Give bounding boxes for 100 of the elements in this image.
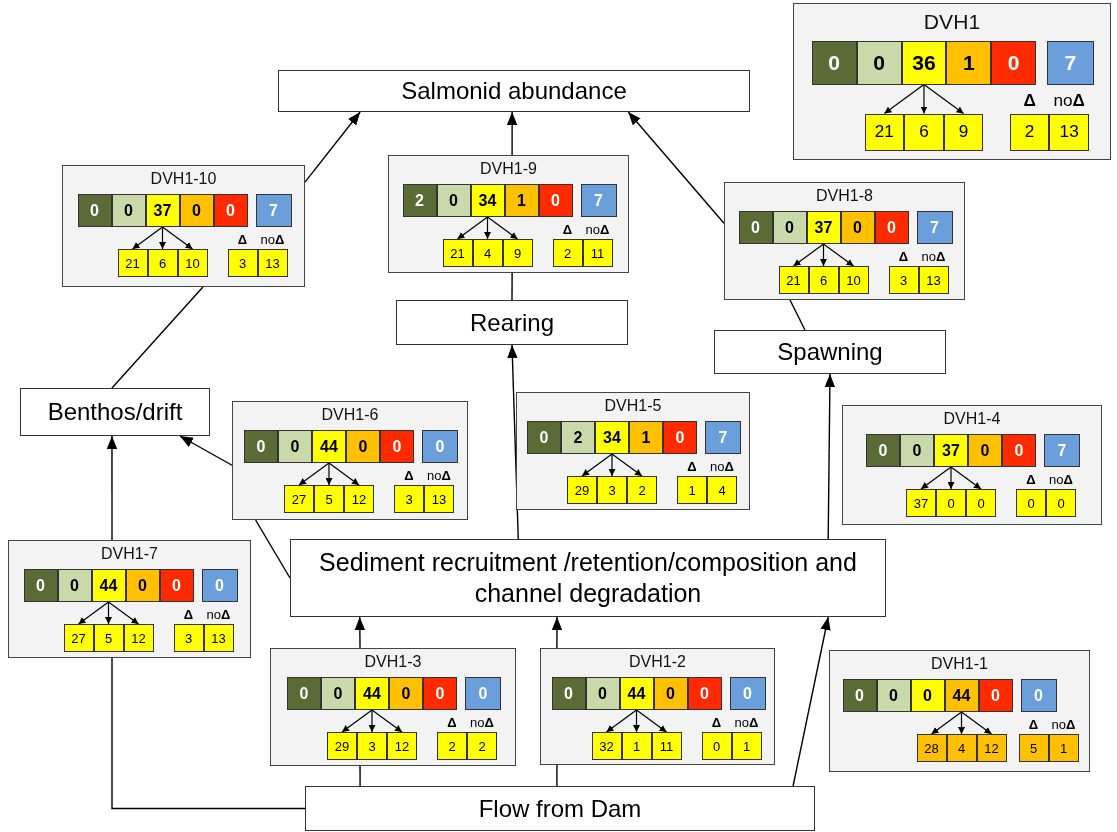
delta-label: noΔ bbox=[709, 460, 735, 473]
count-cell: 0 bbox=[278, 430, 312, 463]
delta-label: Δ bbox=[446, 716, 458, 729]
delta-count-cell: 13 bbox=[203, 624, 234, 652]
arrow bbox=[371, 709, 403, 733]
delta-label: noΔ bbox=[733, 716, 760, 729]
count-cell: 0 bbox=[422, 430, 458, 463]
dvh-card bbox=[829, 650, 1090, 772]
sub-count-cell: 6 bbox=[808, 266, 839, 294]
count-cell: 44 bbox=[355, 677, 389, 710]
delta-label: noΔ bbox=[259, 233, 286, 246]
delta-label: Δ bbox=[897, 250, 910, 263]
count-cell: 0 bbox=[201, 569, 238, 602]
count-cell: 0 bbox=[244, 430, 278, 463]
arrow bbox=[958, 711, 965, 735]
arrow bbox=[506, 111, 518, 156]
sub-count-cell: 10 bbox=[177, 249, 208, 277]
card-title: DVH1-3 bbox=[363, 654, 423, 670]
arrow bbox=[341, 709, 373, 733]
count-cell: 0 bbox=[389, 677, 423, 710]
process-box: Sediment recruitment /retention/composition and channel degradation bbox=[290, 539, 886, 617]
sub-count-cell: 9 bbox=[943, 113, 984, 151]
delta-count-cell: 3 bbox=[227, 249, 258, 277]
count-cell: 0 bbox=[111, 194, 146, 227]
arrow bbox=[920, 466, 952, 490]
sub-count-cell: 3 bbox=[357, 732, 387, 760]
count-cell: 44 bbox=[944, 679, 979, 712]
delta-count-cell: 2 bbox=[552, 239, 583, 267]
sub-count-cell: 9 bbox=[502, 239, 533, 267]
count-cell: 0 bbox=[436, 184, 471, 217]
delta-label: Δ bbox=[403, 469, 415, 482]
count-cell: 44 bbox=[312, 430, 346, 463]
arrow bbox=[920, 83, 928, 115]
arrow bbox=[105, 601, 112, 625]
arrow bbox=[354, 616, 366, 649]
sub-count-cell: 1 bbox=[621, 732, 652, 760]
count-cell: 34 bbox=[595, 421, 629, 454]
arrow bbox=[633, 709, 640, 733]
count-cell: 7 bbox=[916, 211, 953, 244]
arrow bbox=[883, 83, 925, 115]
count-cell: 0 bbox=[876, 679, 911, 712]
delta-count-cell: 3 bbox=[394, 485, 424, 513]
count-cell: 44 bbox=[619, 677, 654, 710]
count-cell: 0 bbox=[321, 677, 355, 710]
delta-count-cell: 3 bbox=[173, 624, 204, 652]
delta-count-cell: 2 bbox=[467, 732, 497, 760]
sub-count-cell: 0 bbox=[936, 489, 966, 517]
delta-label: noΔ bbox=[1050, 718, 1077, 731]
sub-count-cell: 32 bbox=[591, 732, 622, 760]
process-box: Benthos/drift bbox=[20, 388, 210, 436]
card-title: DVH1-1 bbox=[930, 656, 989, 672]
arrow bbox=[551, 616, 563, 649]
sub-count-cell: 12 bbox=[123, 624, 154, 652]
sub-count-cell: 21 bbox=[778, 266, 809, 294]
dvh-card bbox=[724, 182, 965, 300]
delta-count-cell: 0 bbox=[1046, 489, 1076, 517]
arrow bbox=[635, 709, 668, 733]
count-cell: 0 bbox=[772, 211, 807, 244]
arrow bbox=[950, 466, 982, 490]
dvh-card bbox=[270, 648, 516, 766]
delta-label: noΔ bbox=[426, 469, 452, 482]
sub-count-cell: 3 bbox=[597, 476, 627, 504]
count-cell: 0 bbox=[991, 40, 1037, 85]
card-title: DVH1 bbox=[922, 10, 982, 32]
delta-label: Δ bbox=[686, 460, 698, 473]
sub-count-cell: 2 bbox=[627, 476, 657, 504]
count-cell: 44 bbox=[91, 569, 126, 602]
arrow bbox=[179, 435, 233, 466]
sub-count-cell: 5 bbox=[314, 485, 344, 513]
count-cell: 0 bbox=[811, 40, 857, 85]
count-cell: 1 bbox=[946, 40, 992, 85]
count-cell: 0 bbox=[663, 421, 697, 454]
count-cell: 37 bbox=[806, 211, 841, 244]
sub-count-cell: 11 bbox=[651, 732, 682, 760]
arrow bbox=[484, 216, 491, 240]
count-cell: 0 bbox=[527, 421, 561, 454]
arrow bbox=[611, 453, 643, 477]
delta-label: noΔ bbox=[1052, 92, 1086, 110]
count-cell: 0 bbox=[968, 434, 1002, 467]
count-cell: 0 bbox=[346, 430, 380, 463]
card-title: DVH1-4 bbox=[942, 411, 1002, 427]
delta-label: Δ bbox=[182, 608, 195, 621]
delta-label: Δ bbox=[710, 716, 723, 729]
count-cell: 0 bbox=[551, 677, 586, 710]
count-cell: 37 bbox=[145, 194, 180, 227]
sub-count-cell: 12 bbox=[387, 732, 417, 760]
count-cell: 0 bbox=[687, 677, 722, 710]
sub-count-cell: 28 bbox=[916, 734, 947, 762]
arrow bbox=[159, 226, 166, 250]
dvh-card bbox=[8, 540, 251, 658]
arrow bbox=[298, 462, 330, 486]
sub-count-cell: 27 bbox=[284, 485, 314, 513]
delta-count-cell: 2 bbox=[437, 732, 467, 760]
count-cell: 7 bbox=[580, 184, 617, 217]
arrow bbox=[947, 466, 955, 490]
delta-label: noΔ bbox=[920, 250, 947, 263]
delta-label: Δ bbox=[1027, 718, 1040, 731]
sub-count-cell: 6 bbox=[904, 113, 944, 151]
count-cell: 0 bbox=[287, 677, 321, 710]
count-cell: 0 bbox=[840, 211, 875, 244]
